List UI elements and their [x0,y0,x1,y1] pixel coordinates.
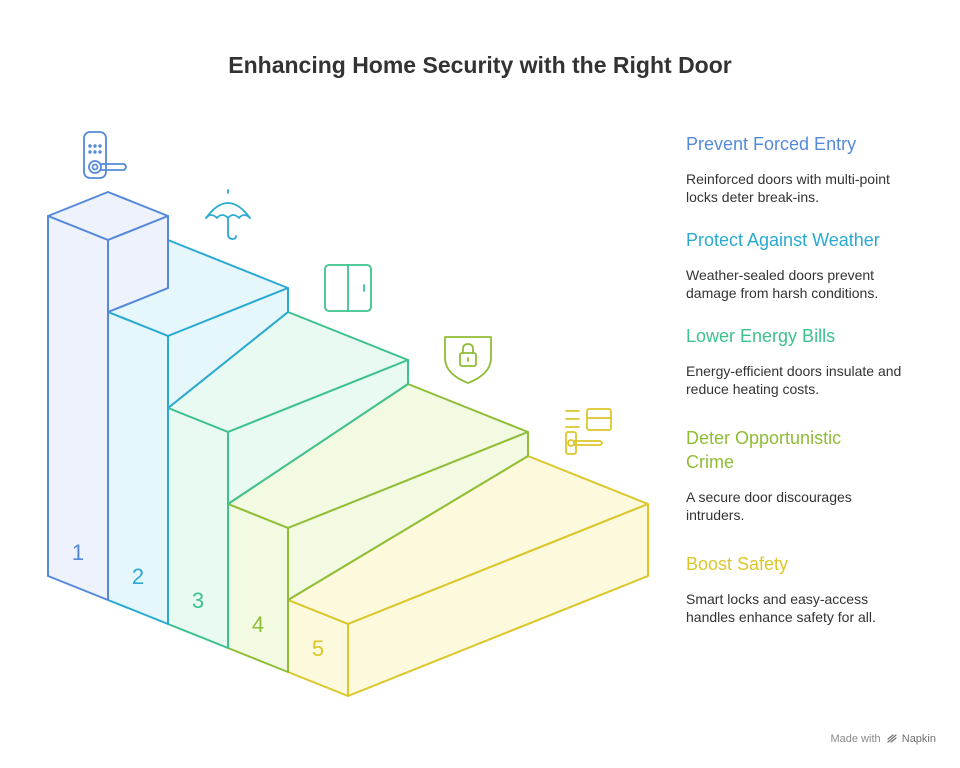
item-title: Lower Energy Bills [686,326,836,346]
item-boost-safety: Boost Safety Smart locks and easy-access… [686,552,936,626]
napkin-logo-icon [887,734,897,743]
step-5-number: 5 [312,636,324,661]
door-lock-handle-icon [83,131,127,179]
item-protect-against-weather: Protect Against Weather Weather-sealed d… [686,228,936,302]
item-description: Weather-sealed doors prevent damage from… [686,267,879,301]
item-description: Reinforced doors with multi-point locks … [686,171,890,205]
step-5 [287,455,649,697]
item-title: Prevent Forced Entry [686,134,857,154]
item-title: Protect Against Weather [686,230,880,250]
footer-made-with: Made with [830,733,881,745]
step-2-side [167,287,289,409]
item-title: Deter Opportunistic Crime [686,428,842,472]
step-4 [227,383,529,673]
step-1-front [47,215,109,601]
step-2 [107,239,289,625]
item-description: Smart locks and easy-access handles enha… [686,591,876,625]
page-title: Enhancing Home Security with the Right D… [228,52,732,78]
item-prevent-forced-entry: Prevent Forced Entry Reinforced doors wi… [686,132,936,206]
step-5-side [347,503,649,697]
step-1 [47,191,169,601]
item-lower-energy-bills: Lower Energy Bills Energy-efficient door… [686,324,936,398]
umbrella-icon [205,189,251,240]
step-1-side [107,215,169,313]
double-door-icon [324,264,372,312]
smart-lock-icon [565,408,612,455]
item-description: Energy-efficient doors insulate and redu… [686,363,902,397]
step-1-number: 1 [72,540,84,565]
step-4-front [227,503,289,673]
step-2-number: 2 [132,564,144,589]
item-deter-opportunistic-crime: Deter Opportunistic Crime A secure door … [686,426,936,524]
step-4-number: 4 [252,612,264,637]
item-description: A secure door discourages intruders. [686,489,852,523]
item-title: Boost Safety [686,554,789,574]
footer-brand: Napkin [901,733,936,745]
step-3-number: 3 [192,588,204,613]
shield-lock-icon [444,336,492,384]
footer-credit: Made with Napkin [830,733,936,745]
step-4-side [287,431,529,601]
step-3-side [227,359,409,505]
